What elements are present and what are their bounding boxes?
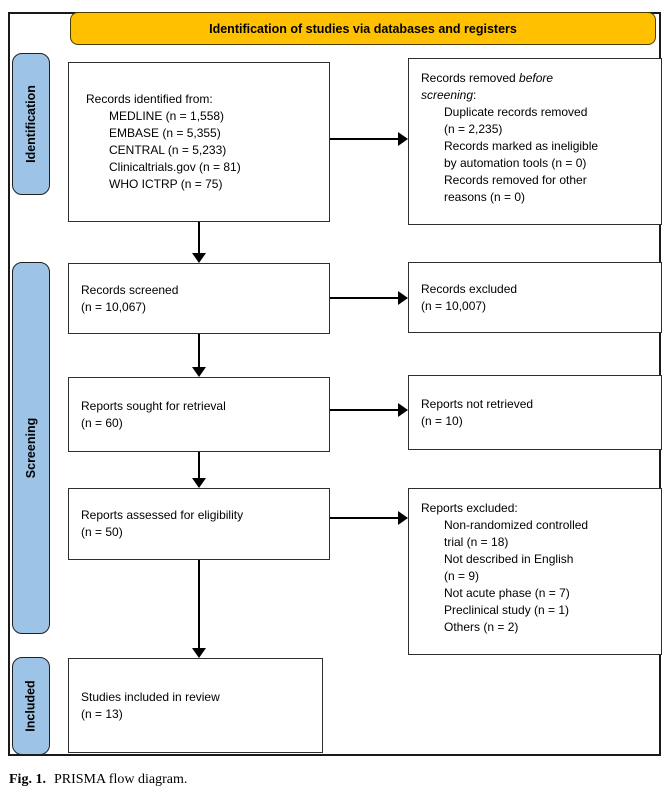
removed-automation-line1: Records marked as ineligible bbox=[444, 139, 599, 153]
box-studies-included: Studies included in review (n = 13) bbox=[68, 658, 323, 753]
removed-duplicates-line2: (n = 2,235) bbox=[444, 122, 503, 136]
records-excluded-line1: Records excluded bbox=[421, 281, 518, 296]
box-records-excluded: Records excluded (n = 10,007) bbox=[408, 262, 662, 333]
reports-sought-line1: Reports sought for retrieval bbox=[81, 398, 226, 413]
removed-other-line2: reasons (n = 0) bbox=[444, 190, 526, 204]
excl-nonrandomized-line2: trial (n = 18) bbox=[444, 535, 509, 549]
arrow-screened-to-sought bbox=[192, 334, 206, 377]
db-embase: EMBASE (n = 5,355) bbox=[109, 126, 221, 140]
box-reports-assessed: Reports assessed for eligibility (n = 50… bbox=[68, 488, 330, 560]
arrow-right-head bbox=[398, 403, 408, 417]
box-records-identified-title: Records identified from: bbox=[86, 92, 213, 106]
figure-caption-label: Fig. 1. bbox=[9, 772, 46, 787]
stage-bar-screening: Screening bbox=[12, 262, 50, 634]
banner-identification-of-studies: Identification of studies via databases … bbox=[70, 12, 656, 45]
stage-label-identification: Identification bbox=[24, 85, 38, 163]
removed-other-line1: Records removed for other bbox=[444, 173, 587, 187]
excl-nonrandomized-line1: Non-randomized controlled bbox=[444, 518, 589, 532]
excl-others: Others (n = 2) bbox=[444, 620, 519, 634]
db-central: CENTRAL (n = 5,233) bbox=[109, 143, 227, 157]
box-records-removed-title-line2: screening: bbox=[421, 88, 477, 102]
excl-preclinical: Preclinical study (n = 1) bbox=[444, 603, 570, 617]
arrow-right-head bbox=[398, 511, 408, 525]
arrow-right-head bbox=[398, 132, 408, 146]
box-records-removed: Records removed before screening: Duplic… bbox=[408, 58, 662, 225]
records-screened-line1: Records screened bbox=[81, 282, 179, 297]
stage-bar-identification: Identification bbox=[12, 53, 50, 195]
arrow-sought-to-assessed bbox=[192, 452, 206, 488]
box-records-screened: Records screened (n = 10,067) bbox=[68, 263, 330, 334]
db-clinicaltrials: Clinicaltrials.gov (n = 81) bbox=[109, 160, 241, 174]
excl-not-acute: Not acute phase (n = 7) bbox=[444, 586, 570, 600]
arrow-down-head bbox=[192, 253, 206, 263]
studies-included-count: (n = 13) bbox=[81, 706, 123, 721]
arrow-right-head bbox=[398, 291, 408, 305]
records-excluded-count: (n = 10,007) bbox=[421, 298, 487, 313]
arrow-line bbox=[198, 222, 200, 253]
arrow-line bbox=[330, 409, 398, 411]
arrow-line bbox=[198, 560, 200, 648]
arrow-assessed-to-reports-excluded bbox=[330, 511, 408, 525]
arrow-line bbox=[198, 452, 200, 478]
db-who-ictrp: WHO ICTRP (n = 75) bbox=[109, 177, 223, 191]
studies-included-line1: Studies included in review bbox=[81, 689, 220, 704]
reports-assessed-count: (n = 50) bbox=[81, 525, 123, 539]
arrow-sought-to-not-retrieved bbox=[330, 403, 408, 417]
reports-sought-count: (n = 60) bbox=[81, 415, 123, 430]
arrow-down-head bbox=[192, 648, 206, 658]
stage-label-included: Included bbox=[24, 680, 38, 732]
arrow-identified-to-removed bbox=[330, 132, 408, 146]
box-records-removed-title-line1: Records removed before bbox=[421, 71, 554, 85]
banner-label: Identification of studies via databases … bbox=[209, 21, 517, 36]
box-records-identified: Records identified from: MEDLINE (n = 1,… bbox=[68, 62, 330, 222]
stage-bar-included: Included bbox=[12, 657, 50, 755]
figure-caption: Fig. 1. PRISMA flow diagram. bbox=[9, 772, 187, 788]
reports-not-retrieved-line1: Reports not retrieved bbox=[421, 396, 534, 411]
box-reports-excluded: Reports excluded: Non-randomized control… bbox=[408, 488, 662, 655]
arrow-line bbox=[198, 334, 200, 367]
arrow-line bbox=[330, 517, 398, 519]
reports-assessed-line1: Reports assessed for eligibility bbox=[81, 508, 244, 522]
box-reports-not-retrieved: Reports not retrieved (n = 10) bbox=[408, 375, 662, 450]
arrow-down-head bbox=[192, 478, 206, 488]
reports-not-retrieved-count: (n = 10) bbox=[421, 413, 463, 428]
box-reports-sought: Reports sought for retrieval (n = 60) bbox=[68, 377, 330, 452]
arrow-screened-to-excluded bbox=[330, 291, 408, 305]
arrow-assessed-to-included bbox=[192, 560, 206, 658]
excl-english-line2: (n = 9) bbox=[444, 569, 480, 583]
records-screened-count: (n = 10,067) bbox=[81, 299, 147, 314]
db-medline: MEDLINE (n = 1,558) bbox=[109, 109, 225, 123]
reports-excluded-title: Reports excluded: bbox=[421, 501, 518, 515]
arrow-line bbox=[330, 297, 398, 299]
figure-caption-text: PRISMA flow diagram. bbox=[53, 772, 188, 787]
arrow-down-head bbox=[192, 367, 206, 377]
removed-duplicates-line1: Duplicate records removed bbox=[444, 105, 588, 119]
stage-label-screening: Screening bbox=[24, 417, 38, 479]
removed-automation-line2: by automation tools (n = 0) bbox=[444, 156, 587, 170]
arrow-identified-to-screened bbox=[192, 222, 206, 263]
excl-english-line1: Not described in English bbox=[444, 552, 574, 566]
arrow-line bbox=[330, 138, 398, 140]
